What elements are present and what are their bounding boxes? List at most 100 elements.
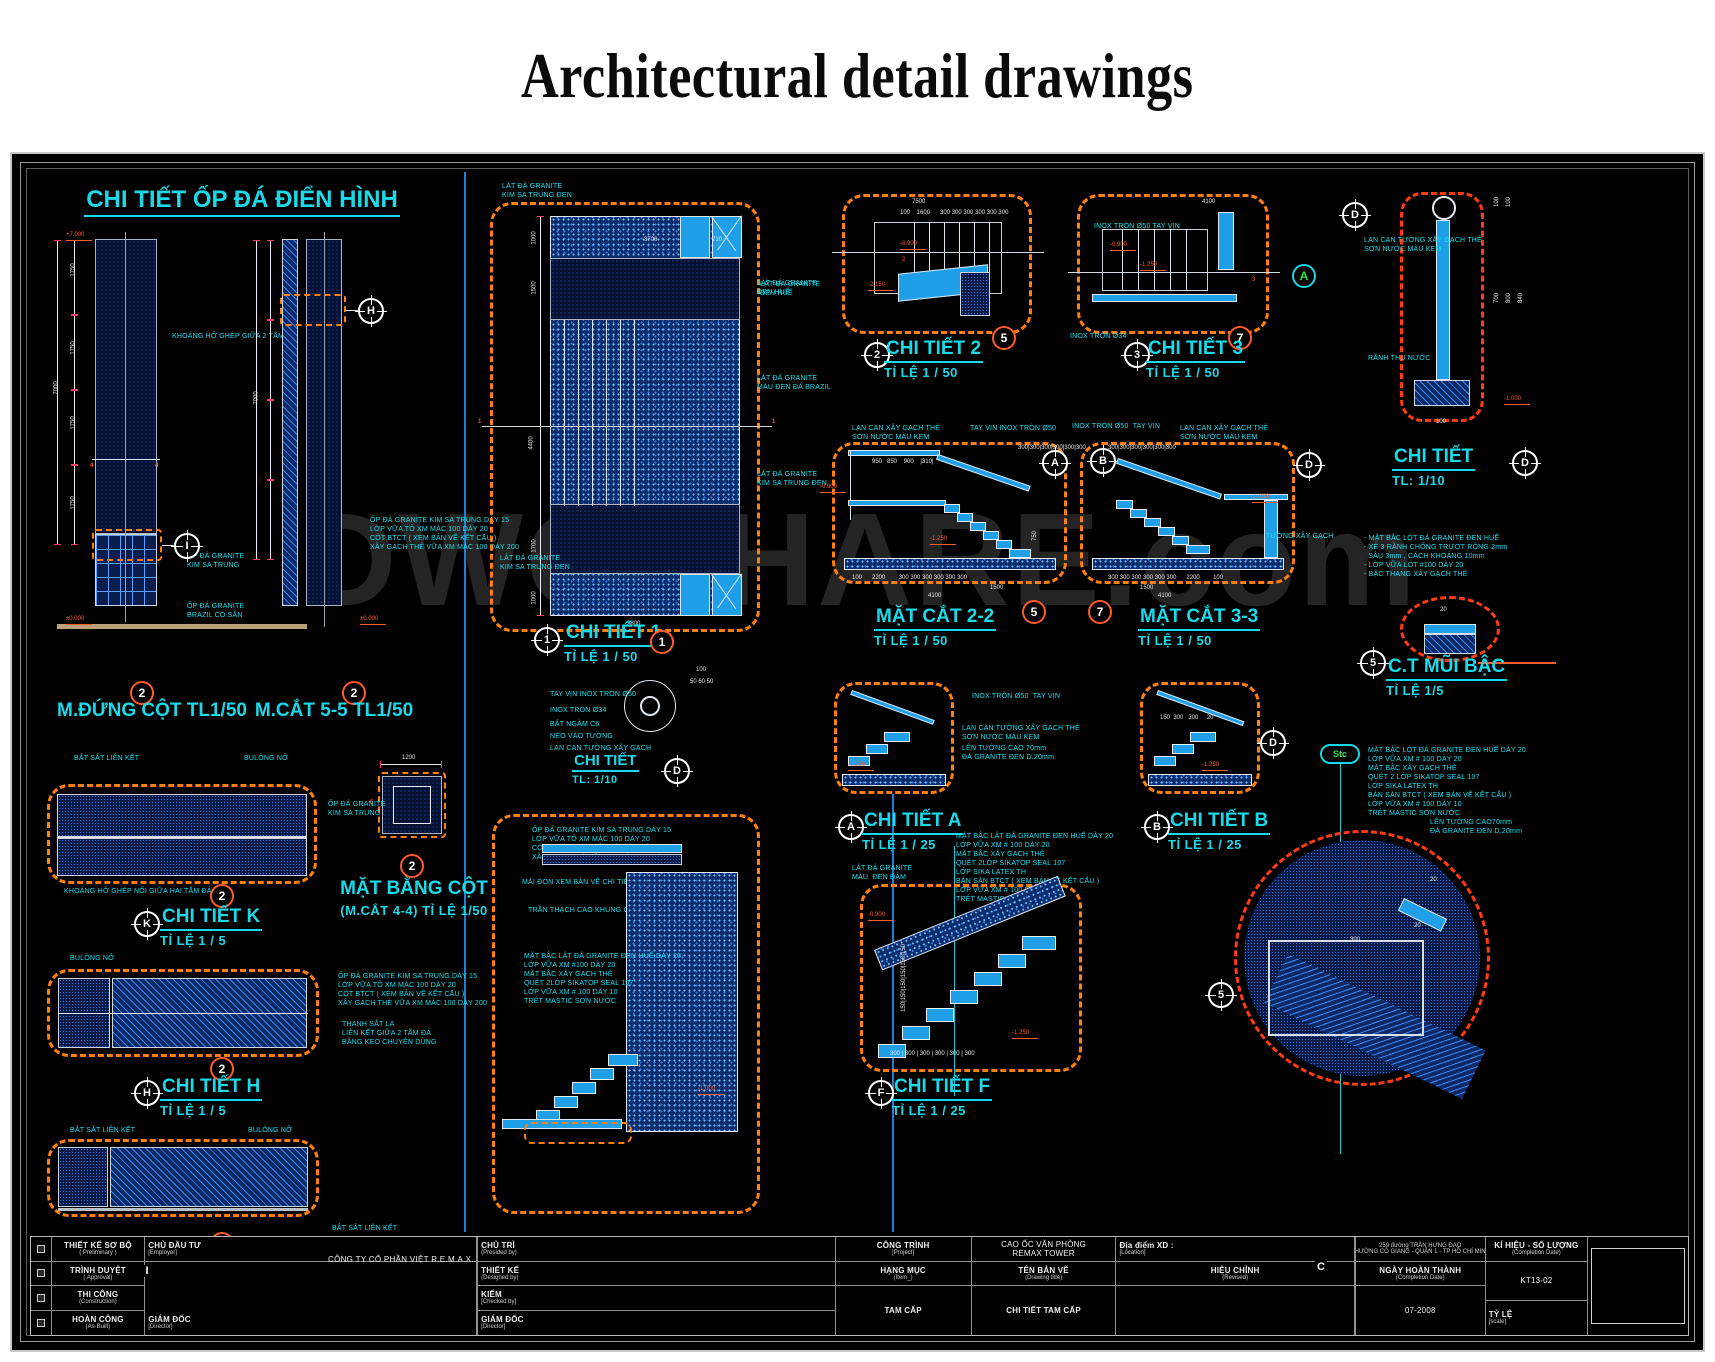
mc22-dim-4100: 4100 [928,593,942,599]
tb-chk-asbuilt[interactable] [31,1311,51,1336]
mc22-tread-5 [996,540,1012,549]
note-thanh-sat-la: THANH SẮT LA LIÊN KẾT GIỮA 2 TẤM ĐÁ BẰNG… [342,1021,437,1046]
note-inox-tay-vin-under: INOX TRÒN Ø34 [1070,333,1127,340]
tb-col-stage-labels: THIẾT KẾ SƠ BỘ ( Preliminary ) TRÌNH DUY… [51,1237,146,1335]
mc22-dim-row2: 950 850 900 |310| [872,459,934,465]
tb-chk-preliminary[interactable] [31,1237,51,1262]
note-col-cladding: ỐP ĐÁ GRANITE KIM SA TRUNG DÀY 15 LỚP VỮ… [370,517,520,551]
mc22-vdim-750: 750 [1032,530,1039,542]
detail-i-underline [58,1208,308,1211]
ct3-grid-v1 [1122,229,1123,291]
marker-3-ct3[interactable]: 3 [1121,339,1153,371]
section55-centerline [324,232,325,627]
stc-bubble[interactable]: Stc [1320,744,1360,764]
marker-f[interactable]: F [865,1077,897,1109]
marker-b[interactable]: B [1141,811,1173,843]
chi-tiet-3-box [1077,194,1269,334]
tb-col-employer: CHỦ ĐẦU TƯ [Employer] GIÁM ĐỐC [Director… [145,1237,478,1335]
bubble-1-ct1[interactable]: 1 [650,630,674,654]
tb-presided-by: CHỦ TRÌ (Presided by) [478,1237,835,1262]
note-lan-can-cta: LAN CAN TƯỜNG XÂY GẠCH THẺ SƠN NƯỚC MÀU … [962,725,1080,741]
chi-tiet-tl10-right-box [1400,192,1484,422]
section-5-mark-plan: 5 [370,800,374,806]
marker-ct-r-bottom[interactable]: D [1509,447,1541,479]
ct1-tread-l6 [634,320,635,506]
ct2-grid-v1 [914,222,915,294]
note-bat-sat-lien-ket-i2: BẮT SẮT LIÊN KẾT [332,1225,398,1232]
bubble-2-h[interactable]: 2 [210,1057,234,1081]
cad-drawing-sheet[interactable]: DWGSHARE.com CHI TIẾT ỐP ĐÁ ĐIỂN HÌNH 17… [10,152,1705,1352]
dim-55-1750-a [267,240,274,320]
bubble-5-mc22[interactable]: 5 [1022,600,1046,624]
mc11-level-tag: -1.000 [698,1086,725,1095]
mui-bac-body [1424,634,1476,654]
marker-a[interactable]: A [835,811,867,843]
column-divider-2 [892,794,894,1232]
ct-r-dim-100c: 100 [1436,419,1447,425]
caption-m-cat-5-5: M.CẮT 5-5 TL1/50 [254,700,414,721]
ct-r-dim-700: 700 [1494,292,1501,304]
tb-location: Địa điểm XD : [Location] [1116,1237,1354,1262]
stamp-placeholder[interactable] [1590,1248,1685,1324]
tb-employer-company-name: CÔNG TY CỔ PHẦN VIỆT R.E.M.A.X. [328,1255,474,1264]
mc11-tread-5 [608,1054,638,1066]
tb-chk-approval[interactable] [31,1262,51,1286]
ct1-plan-band-bot [550,504,740,574]
note-bulong-no-h: BULÔNG NỞ [70,955,115,962]
ctc-dim-300: 300 [1350,937,1361,943]
bubble-2-matbang[interactable]: 2 [400,854,424,878]
grid-bubble-a[interactable]: A [1292,264,1316,288]
dim-col-7000 [54,240,61,545]
marker-c-left[interactable]: 5 [1205,979,1237,1011]
marker-mc33-detail[interactable]: B [1087,445,1119,477]
tb-project-value: CAO ỐC VĂN PHÒNG REMAX TOWER [971,1237,1116,1262]
ct1-dim-1500: 1500 [531,281,538,295]
mc11-tread-3 [572,1082,596,1094]
marker-ct-r-top[interactable]: D [1339,199,1371,231]
checkbox-approval[interactable] [36,1269,45,1278]
tb-completion-header: NGÀY HOÀN THÀNH (Completion Date) [1355,1262,1485,1286]
heading-chi-tiet-op-da: CHI TIẾT ỐP ĐÁ ĐIỂN HÌNH [72,186,412,217]
marker-2-ct2[interactable]: 2 [861,339,893,371]
tb-col-location: Địa điểm XD : [Location] HIỆU CHỈNH (Rev… [1116,1237,1355,1335]
note-bulong-no-k: BULÔNG NỞ [244,755,289,762]
detail-marker-i[interactable]: I [171,530,203,562]
marker-k[interactable]: K [131,908,163,940]
caption-chi-tiet-h: CHI TIẾT H TỈ LỆ 1 / 5 [160,1076,263,1118]
marker-mui-bac[interactable]: 5 [1357,647,1389,679]
ct3-wall [1218,212,1234,270]
bubble-7-ct3[interactable]: 7 [1228,326,1252,350]
marker-ct1[interactable]: 1 [531,624,563,656]
bubble-7-mc33[interactable]: 7 [1088,600,1112,624]
bubble-2-mdung[interactable]: 2 [130,681,154,705]
mc33-wall-right [1264,500,1278,558]
tb-completion-value: 07-2008 [1404,1306,1436,1315]
marker-h2[interactable]: H [131,1077,163,1109]
marker-b-right[interactable]: D [1257,727,1289,759]
ctb-tread-1 [1154,756,1176,766]
ct1-tread-l5 [620,320,621,506]
ct-r-dim-800: 800 [1506,292,1513,304]
bubble-5-ct2[interactable]: 5 [992,326,1016,350]
dim-col-1750-a [71,240,78,315]
marker-mc33-right[interactable]: D [1293,449,1325,481]
tb-item-value: TAM CẤP [884,1306,922,1315]
caption-chi-tiet-k: CHI TIẾT K TỈ LỆ 1 / 5 [160,906,263,948]
detail-k-fill-bot [57,838,307,876]
tb-revised-value [1116,1286,1353,1335]
bubble-2-k[interactable]: 2 [210,884,234,908]
detail-marker-h[interactable]: H [355,295,387,327]
tb-stamp-box[interactable] [1588,1237,1688,1335]
ct-r-rail [1436,220,1450,380]
marker-ct-tl10-center[interactable]: D [661,755,693,787]
marker-mc22-detail[interactable]: A [1039,447,1071,479]
ctf-tread-1 [878,1044,906,1058]
checkbox-preliminary[interactable] [36,1244,45,1253]
bubble-2-mcat55[interactable]: 2 [342,681,366,705]
tb-chk-construction[interactable] [31,1286,51,1311]
checkbox-construction[interactable] [36,1293,45,1302]
checkbox-asbuilt[interactable] [36,1318,45,1327]
ct1-dim-3700: 3700 [644,237,658,243]
title-block[interactable]: THIẾT KẾ SƠ BỘ ( Preliminary ) TRÌNH DUY… [30,1236,1689,1336]
ct2-grid-v6 [989,222,990,294]
